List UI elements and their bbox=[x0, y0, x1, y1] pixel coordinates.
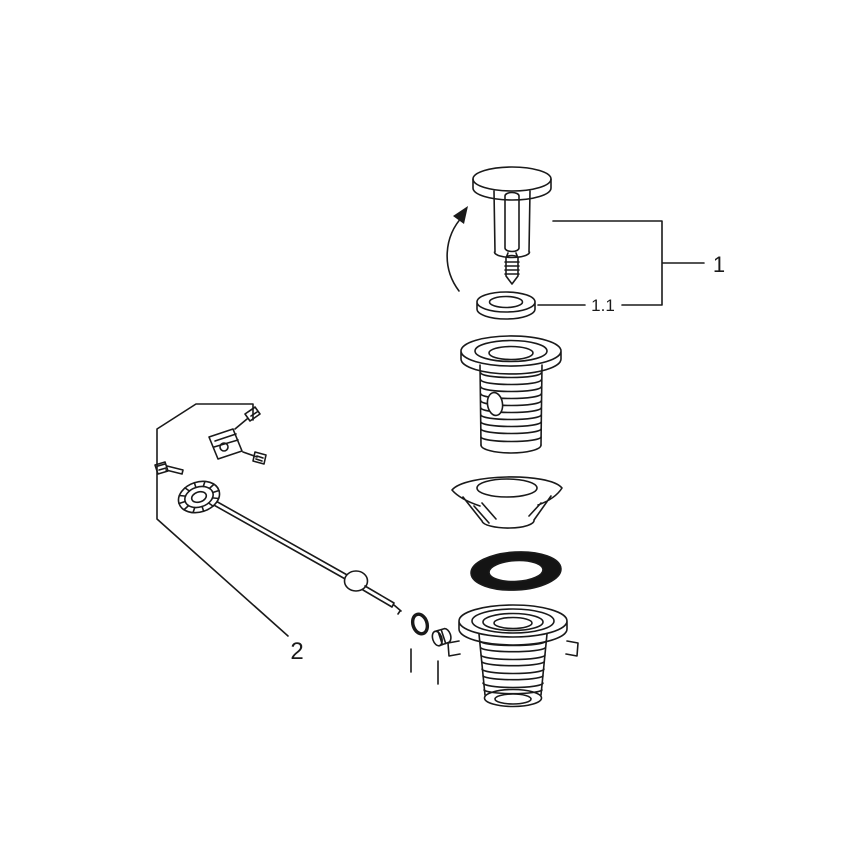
callout-leader-2 bbox=[156, 403, 439, 685]
callout-label-2: 2 bbox=[290, 638, 303, 665]
arrow-head bbox=[453, 206, 468, 224]
plug-cap-rim bbox=[472, 178, 552, 201]
drain-flange bbox=[458, 604, 568, 646]
callout-label-1-1: 1.1 bbox=[591, 296, 615, 315]
pivot-block-hole bbox=[219, 442, 229, 452]
drain-threads bbox=[479, 640, 547, 695]
rod-lower-tip bbox=[362, 585, 402, 615]
knurled-nut-hub bbox=[190, 490, 208, 504]
callout-label-1: 1 bbox=[713, 252, 725, 277]
part-pop-up-plug bbox=[472, 166, 552, 285]
screw-top-icon bbox=[234, 406, 261, 430]
part-o-ring-gasket bbox=[470, 551, 562, 591]
part-small-o-ring bbox=[410, 612, 430, 636]
arrow-arc bbox=[446, 215, 464, 292]
washer-shape bbox=[476, 291, 536, 320]
screw-side-icon bbox=[242, 451, 267, 465]
gasket-ring bbox=[470, 551, 562, 591]
knurling-lines bbox=[178, 480, 220, 514]
leader-lines-1 bbox=[537, 220, 705, 306]
knurled-nut-outer bbox=[177, 480, 221, 514]
part-set-screw bbox=[154, 461, 184, 475]
part-split-collar bbox=[451, 476, 563, 529]
tube-flange bbox=[460, 335, 562, 375]
leader-ticks-2 bbox=[410, 648, 439, 685]
drain-outlet bbox=[483, 688, 543, 708]
tube-body-sides bbox=[479, 364, 543, 446]
leader-lines-2 bbox=[156, 403, 289, 637]
part-flange-tube bbox=[460, 335, 562, 454]
rod-nut-body bbox=[434, 627, 452, 647]
callout-leader-1 bbox=[537, 220, 705, 306]
part-drain-body bbox=[447, 604, 579, 708]
part-pull-rod bbox=[211, 499, 402, 615]
rod-ball bbox=[343, 570, 369, 592]
part-pivot-block bbox=[208, 406, 267, 465]
plug-cap-top bbox=[472, 166, 552, 192]
diagram-lines bbox=[154, 166, 705, 708]
collar-shape bbox=[451, 476, 563, 529]
small-o-ring-shape bbox=[410, 612, 430, 636]
part-knurled-nut bbox=[177, 480, 221, 514]
tube-overflow-hole bbox=[486, 391, 504, 417]
drain-side-tabs bbox=[447, 640, 579, 657]
part-rod-end-nut bbox=[431, 627, 452, 647]
part-seal-washer bbox=[476, 291, 536, 320]
tube-threads bbox=[480, 372, 542, 454]
set-screw-shape bbox=[154, 461, 184, 475]
plug-threaded-tip bbox=[504, 252, 520, 285]
rod-upper bbox=[211, 499, 350, 581]
rotation-arrow-icon bbox=[446, 206, 468, 292]
plug-cage bbox=[493, 190, 531, 259]
